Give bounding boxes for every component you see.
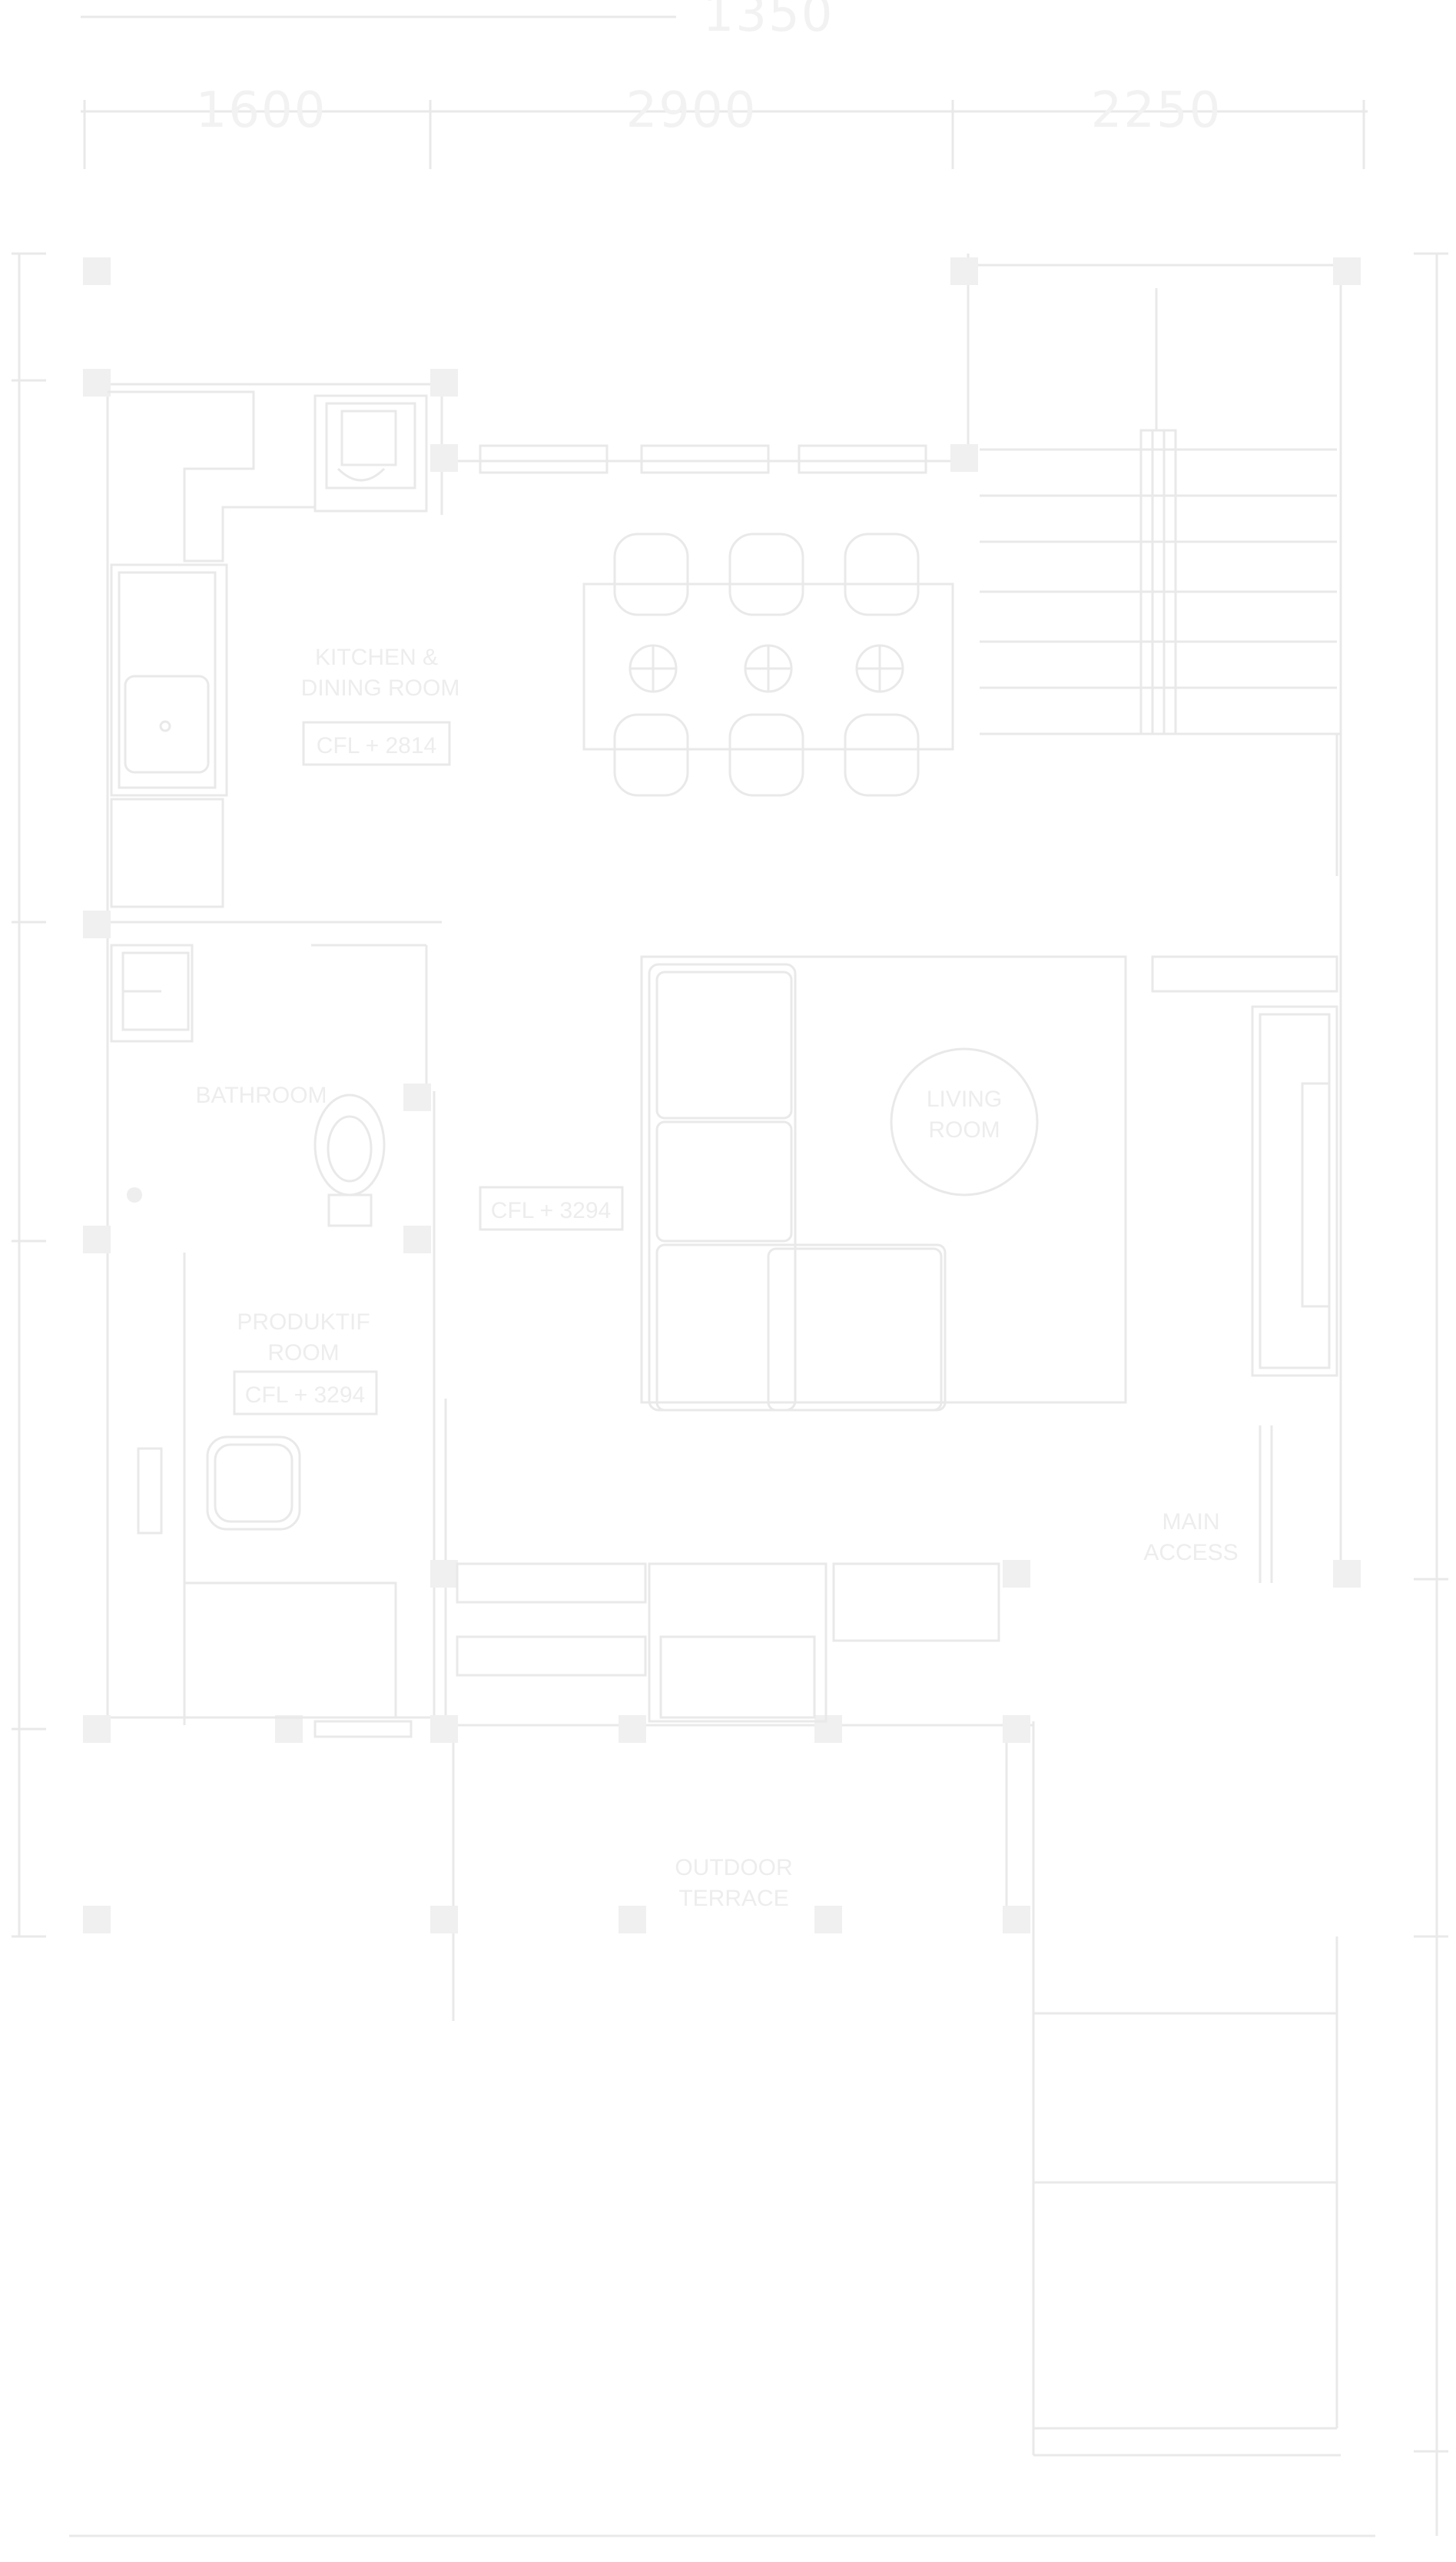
main-access-line1: MAIN xyxy=(1162,1509,1220,1535)
living-cfl-box xyxy=(479,1186,624,1231)
terrace-label-line1: OUTDOOR xyxy=(675,1855,792,1880)
produktif-cfl-box xyxy=(233,1370,378,1415)
structural-columns xyxy=(83,257,1361,1933)
terrace-furniture xyxy=(313,1562,1000,1738)
kitchen-label-line1: KITCHEN & xyxy=(315,645,438,670)
window-strip xyxy=(479,444,927,474)
living-cfl: CFL + 3294 xyxy=(491,1198,612,1223)
kitchen-counter xyxy=(108,390,428,908)
dining-table xyxy=(582,533,954,797)
kitchen-label-line2: DINING ROOM xyxy=(301,675,460,701)
living-label-line2: ROOM xyxy=(928,1117,1000,1143)
kitchen-cfl: CFL + 2814 xyxy=(317,733,437,758)
staircase xyxy=(980,288,1341,876)
dimension-top-total: 1350 xyxy=(703,0,834,43)
dimension-lines xyxy=(12,15,1448,2537)
dimension-seg3: 2250 xyxy=(1091,82,1222,139)
dimension-seg1: 1600 xyxy=(196,82,327,139)
bathroom-label: BATHROOM xyxy=(195,1083,327,1108)
terrace-label-line2: TERRACE xyxy=(678,1886,788,1911)
produktif-label-line2: ROOM xyxy=(267,1340,339,1366)
living-label-line1: LIVING xyxy=(927,1087,1002,1112)
bathroom-fixtures xyxy=(110,944,428,1227)
produktif-furniture xyxy=(137,1435,397,1719)
kitchen-cfl-box xyxy=(302,721,451,766)
produktif-cfl: CFL + 3294 xyxy=(245,1382,366,1408)
living-furniture xyxy=(640,955,1338,1583)
dimension-seg2: 2900 xyxy=(626,82,758,139)
dining-chairs xyxy=(613,533,920,797)
produktif-label-line1: PRODUKTIF xyxy=(237,1309,370,1335)
main-access-line2: ACCESS xyxy=(1143,1540,1238,1565)
